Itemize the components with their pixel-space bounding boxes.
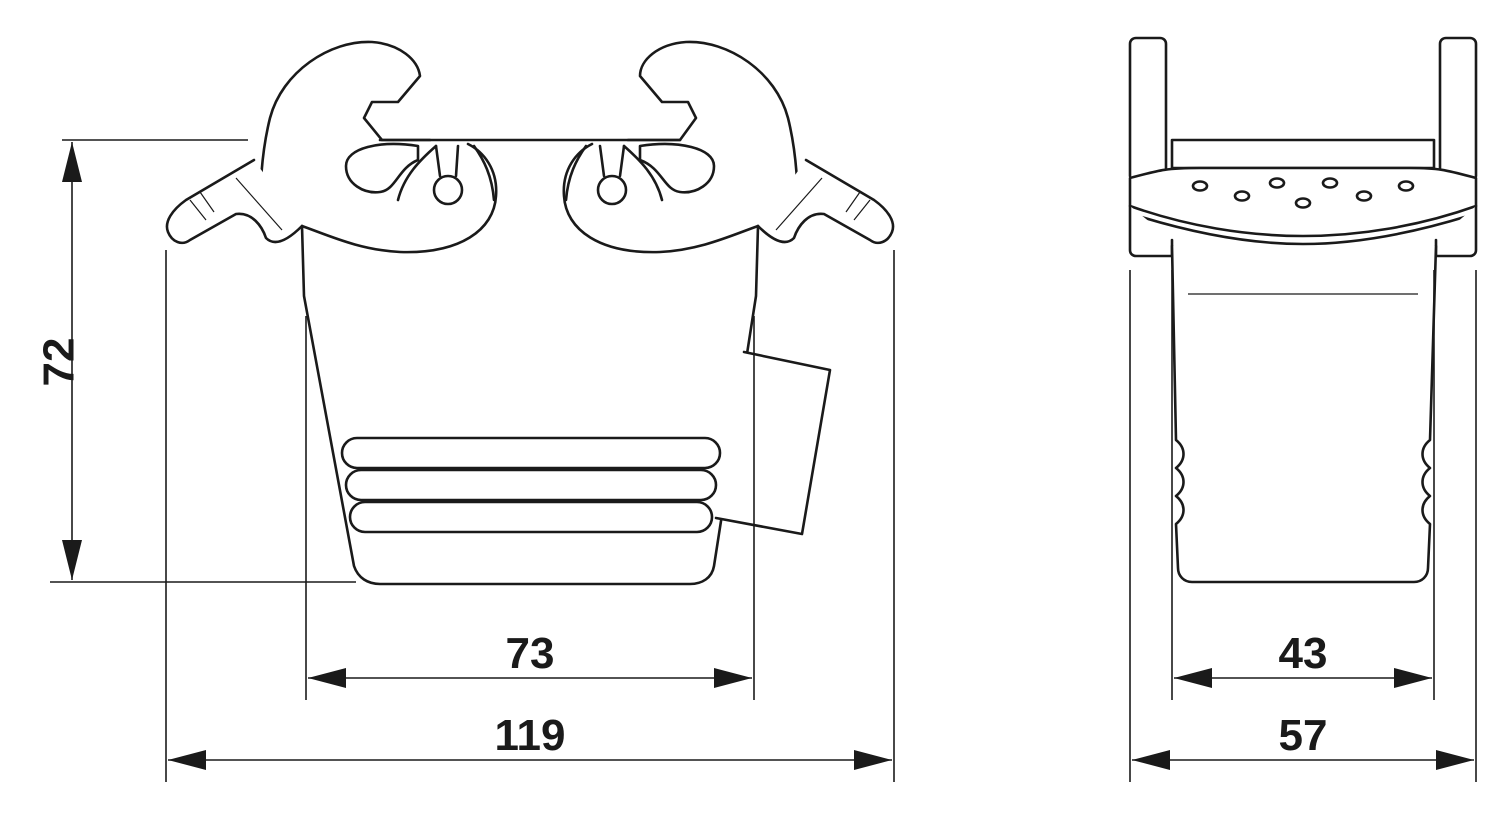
front-view [165,40,895,586]
dimension-label-72: 72 [35,338,84,387]
grip-rib [348,500,714,534]
left-pivot-slot [344,142,420,194]
right-pivot-slot [638,142,716,194]
cable-entry [714,350,832,536]
left-pivot-guide [434,144,460,178]
arrow-head [714,668,752,688]
arrow-head [1174,668,1212,688]
dimension-label-57: 57 [1279,711,1328,760]
bracket-right-upright [1438,36,1478,178]
side-dimensions [1129,270,1477,782]
right-arm-edge [775,177,823,231]
right-clamp-arm [756,158,895,245]
right-pivot-guide [598,144,626,178]
bracket-left-upright [1128,36,1168,178]
side-view [1128,36,1478,584]
left-arm-ridge [199,191,215,213]
arrow-head [854,750,892,770]
left-arm-ridge [189,199,207,221]
left-pivot-cheeks [396,144,496,202]
arrow-head [168,750,206,770]
grip-rib [340,436,722,470]
arrow-head [308,668,346,688]
pin-hole [1294,197,1312,209]
arrow-head [62,142,82,182]
left-clamp-arm [165,158,304,245]
right-arm-ridge [845,191,861,213]
arrow-head [1132,750,1170,770]
pin-hole [1321,177,1339,189]
flange-lip [1136,214,1470,246]
dimension-label-73: 73 [506,629,555,678]
dimension-label-43: 43 [1279,629,1328,678]
left-pivot-pin [432,174,464,206]
pin-hole [1355,190,1373,202]
front-dimensions [50,139,895,782]
side-base-right [1434,204,1478,258]
side-top-plate [1170,138,1436,170]
pin-hole [1268,177,1286,189]
right-arm-ridge [853,199,871,221]
right-locking-lever [626,40,799,230]
dimension-label-119: 119 [495,711,566,760]
right-pivot-cheeks [564,144,664,202]
arrow-head [1394,668,1432,688]
side-housing-body [1170,244,1438,584]
arrow-head [1436,750,1474,770]
pin-hole [1397,180,1415,192]
pin-hole [1191,180,1209,192]
right-pivot-pin [596,174,628,206]
side-base-left [1128,204,1174,258]
arrow-head [62,540,82,580]
left-locking-lever [259,40,432,230]
left-arm-edge [235,177,283,231]
pin-hole [1233,190,1251,202]
grip-rib [344,468,718,502]
